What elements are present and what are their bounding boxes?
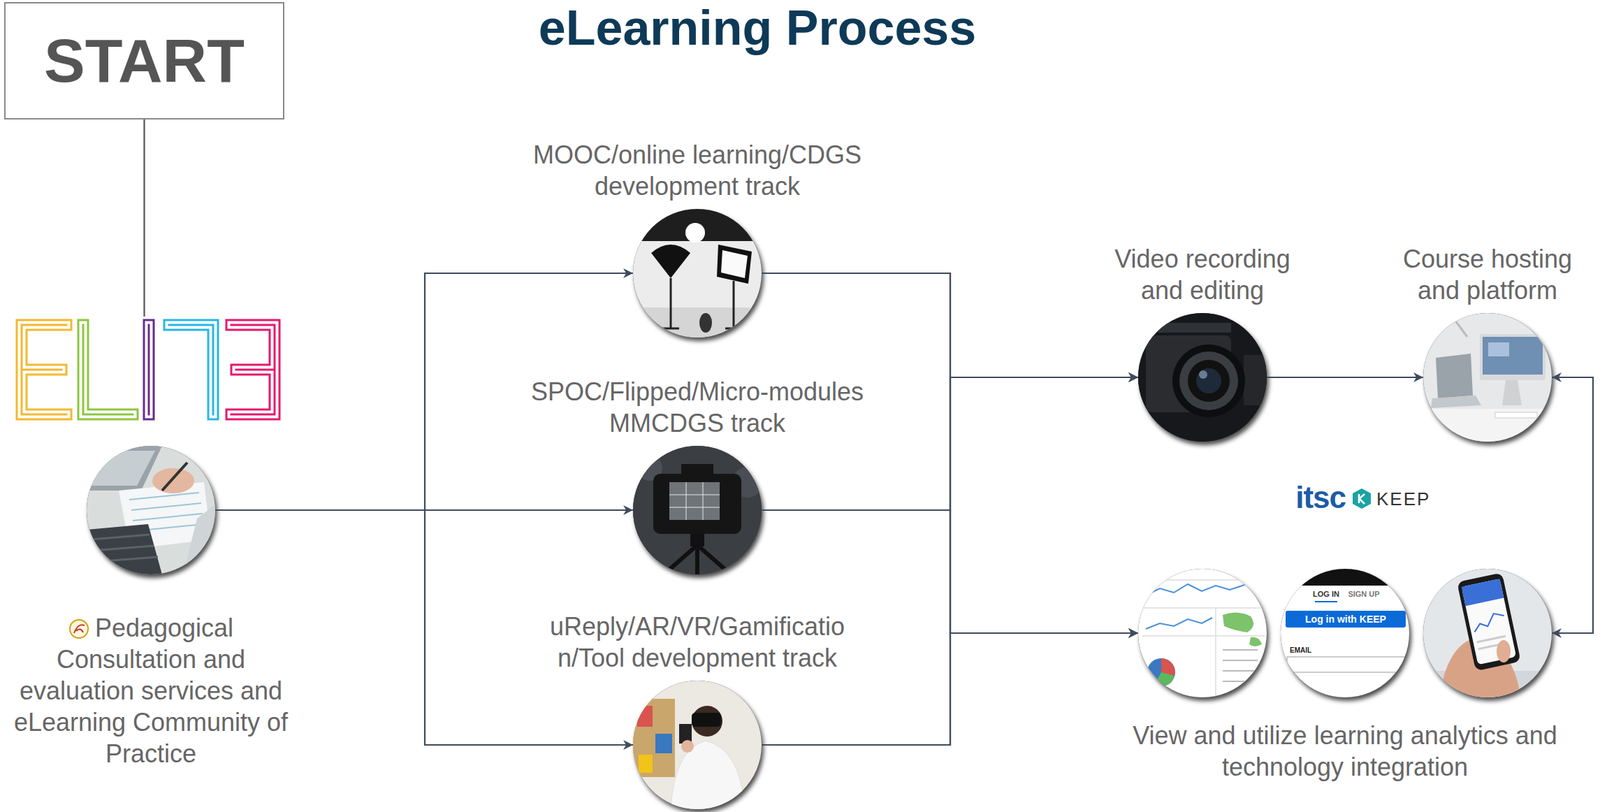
label-text: itsc <box>1295 480 1346 515</box>
label-text: SIGN UP <box>1347 589 1380 599</box>
photo-circle: Pedagogical Consultation and evaluation … <box>15 316 287 576</box>
caption-text: Video recording and editing <box>1114 244 1291 305</box>
analytics-photo <box>1138 568 1267 698</box>
desk-photo <box>86 445 216 575</box>
photo-circle <box>86 445 216 575</box>
photo-circle: uReply/AR/VR/Gamificatio n/Tool developm… <box>633 680 762 810</box>
camera-photo <box>633 445 763 575</box>
ped-icon <box>68 618 90 640</box>
computer-photo <box>1423 313 1552 442</box>
caption-text: uReply/AR/VR/Gamificatio n/Tool developm… <box>549 612 845 673</box>
elite-logo <box>21 324 275 415</box>
node-caption: MOOC/online learning/CDGS development tr… <box>494 139 900 202</box>
start-box: START <box>4 2 285 120</box>
caption-text: MOOC/online learning/CDGS development tr… <box>533 140 862 201</box>
photo-circle: SPOC/Flipped/Micro-modules MMCDGS track <box>633 445 762 575</box>
label-text: EMAIL <box>1289 646 1312 654</box>
login-screenshot <box>1280 568 1410 698</box>
node-caption: uReply/AR/VR/Gamificatio n/Tool developm… <box>522 610 872 674</box>
video-camera-photo <box>1138 313 1267 442</box>
caption-text: Course hosting and platform <box>1402 244 1573 305</box>
keep-icon <box>1352 488 1371 509</box>
vr-photo <box>633 680 762 810</box>
label-text: KEEP <box>1376 489 1431 510</box>
connector <box>761 273 1139 634</box>
connector <box>143 119 145 317</box>
photo-circle: Video recording and editing <box>1138 313 1267 442</box>
label-text: LOG IN <box>1312 589 1340 599</box>
photo-circle: MOOC/online learning/CDGS development tr… <box>633 208 762 338</box>
node-caption: Video recording and editing <box>1097 243 1308 307</box>
node-caption: SPOC/Flipped/Micro-modules MMCDGS track <box>494 375 900 439</box>
node-caption: Course hosting and platform <box>1382 243 1593 307</box>
node-caption: View and utilize learning analytics and … <box>1121 719 1569 783</box>
studio-photo <box>633 208 762 338</box>
label-text: Log in with KEEP <box>1305 614 1387 625</box>
box-label: START <box>44 25 245 97</box>
phone-photo <box>1423 568 1552 698</box>
node-caption: Pedagogical Consultation and evaluation … <box>11 612 291 770</box>
connector <box>1551 377 1594 634</box>
caption-text: Pedagogical Consultation and evaluation … <box>13 613 288 768</box>
photo-group: View and utilize learning analytics and … <box>1138 568 1552 698</box>
connector <box>1266 376 1424 378</box>
diagram-title: eLearning Process <box>408 1 1107 56</box>
caption-text: SPOC/Flipped/Micro-modules MMCDGS track <box>531 377 864 438</box>
photo-shadows <box>86 208 1552 810</box>
caption-text: View and utilize learning analytics and … <box>1132 721 1558 782</box>
photo-circle: Course hosting and platform <box>1423 313 1552 442</box>
